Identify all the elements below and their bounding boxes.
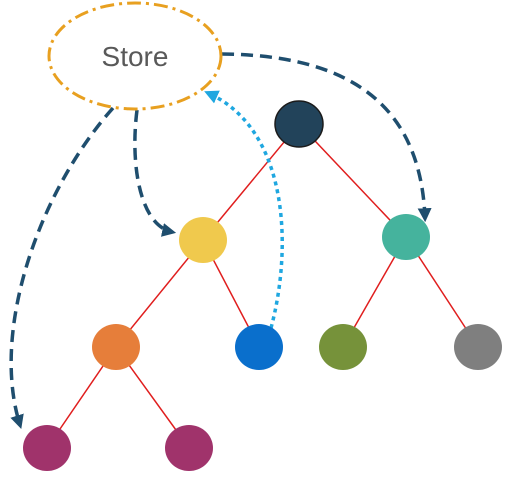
tree-edges [46, 123, 479, 449]
arrow-store-to-leaf-left [9, 106, 115, 430]
store-ellipse [47, 1, 223, 111]
node-right-left-child [319, 324, 367, 370]
edge-root-left [202, 123, 300, 241]
node-leaf-right [165, 425, 213, 471]
arrow-store-to-right-child [221, 52, 432, 223]
node-right-child [382, 214, 430, 260]
store-label: Store [102, 41, 169, 72]
edge-root-right [298, 123, 407, 238]
store-arrows [9, 52, 432, 430]
node-leaf-left [23, 425, 71, 471]
arrow-store-to-left-child [133, 109, 177, 237]
node-right-right-child [454, 324, 502, 370]
node-left-child [179, 217, 227, 263]
node-root [274, 100, 324, 148]
node-left-left-child [92, 324, 140, 370]
store: Store [47, 1, 223, 111]
arrow-node-to-store [204, 90, 284, 329]
tree-nodes [23, 100, 502, 471]
node-left-right-child [235, 324, 283, 370]
